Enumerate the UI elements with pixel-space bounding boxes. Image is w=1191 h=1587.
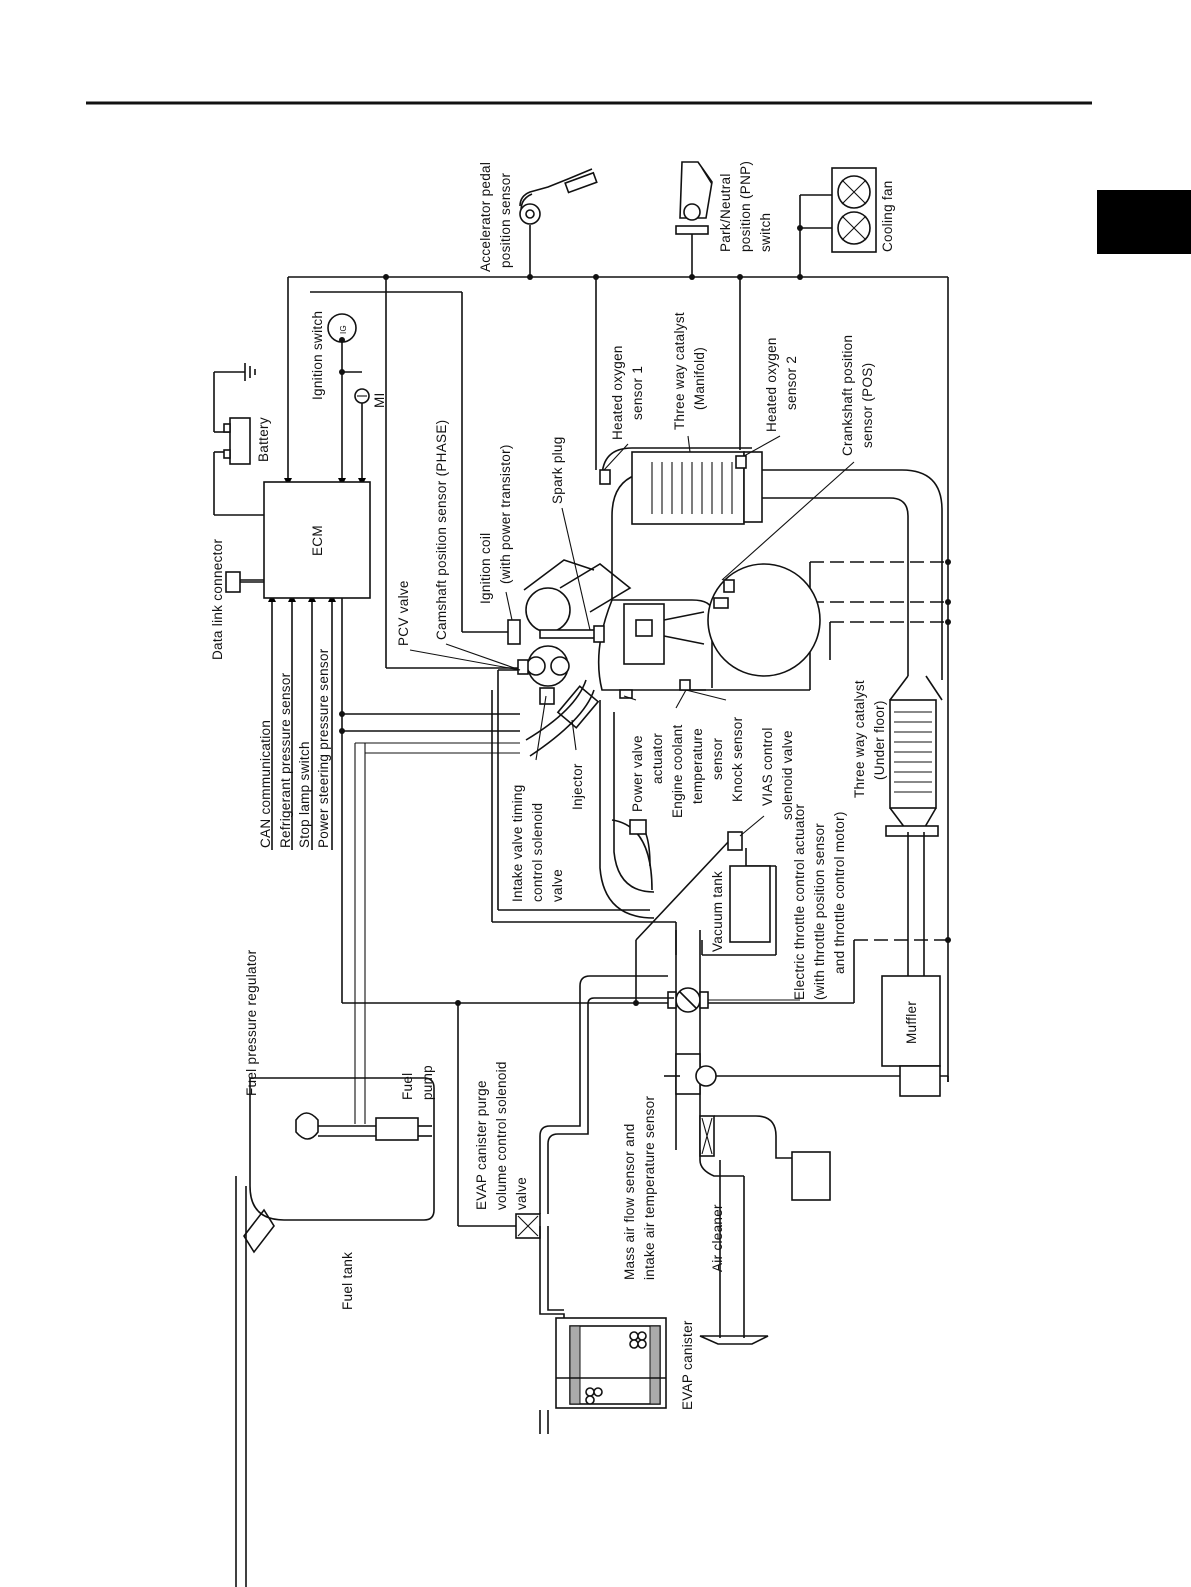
wiring bbox=[213, 194, 951, 1227]
refrigerant-pressure-sensor-label: Refrigerant pressure sensor bbox=[278, 672, 293, 848]
intake-valve-timing-label-1: Intake valve timing bbox=[510, 784, 525, 902]
evap-purge-valve-label-3: valve bbox=[514, 1177, 529, 1210]
mass-air-flow-label-2: intake air temperature sensor bbox=[642, 1096, 657, 1280]
power-valve-actuator-label-2: actuator bbox=[650, 733, 665, 784]
leader-lines bbox=[409, 435, 855, 1001]
engine-coolant-temp-label-2: temperature bbox=[690, 728, 705, 804]
crankshaft-position-sensor-label-2: sensor (POS) bbox=[860, 363, 875, 448]
pcv-valve-label: PCV valve bbox=[396, 580, 411, 646]
vacuum-tank-label: Vacuum tank bbox=[710, 871, 725, 952]
electric-throttle-label-2: (with throttle position sensor bbox=[812, 823, 827, 1000]
pnp-switch-icon bbox=[675, 161, 713, 235]
evap-purge-valve-label-2: volume control solenoid bbox=[494, 1061, 509, 1210]
exhaust-system: Muffler bbox=[599, 447, 943, 1097]
mass-air-flow-label-1: Mass air flow sensor and bbox=[622, 1123, 637, 1280]
power-steering-pressure-sensor-label: Power steering pressure sensor bbox=[316, 648, 331, 848]
crankshaft-position-sensor-label-1: Crankshaft position bbox=[840, 335, 855, 456]
cooling-fan-icon bbox=[831, 167, 877, 253]
heated-oxygen-sensor-2-label-1: Heated oxygen bbox=[764, 337, 779, 432]
fuel-tank-label: Fuel tank bbox=[340, 1252, 355, 1310]
data-link-connector-label: Data link connector bbox=[210, 539, 225, 660]
fuel-pump-label-1: Fuel bbox=[400, 1073, 415, 1100]
labels: Data link connector Battery Ignition swi… bbox=[210, 161, 895, 1410]
fuel-pump-label-2: pump bbox=[420, 1065, 435, 1100]
accelerator-pedal-label-2: position sensor bbox=[498, 172, 513, 268]
heated-oxygen-sensor-1-label-1: Heated oxygen bbox=[610, 345, 625, 440]
intake-valve-timing-label-3: valve bbox=[550, 869, 565, 902]
ecm-label: ECM bbox=[310, 525, 325, 556]
ignition-switch-icon: IG bbox=[327, 313, 357, 343]
ignition-coil-label-1: Ignition coil bbox=[478, 533, 493, 604]
heated-oxygen-sensor-2-label-2: sensor 2 bbox=[784, 356, 799, 410]
engine-coolant-temp-label-3: sensor bbox=[710, 737, 725, 780]
heated-oxygen-sensor-1-label-2: sensor 1 bbox=[630, 366, 645, 420]
vias-control-label-2: solenoid valve bbox=[780, 730, 795, 820]
ecm-module: ECM bbox=[263, 481, 371, 599]
knock-sensor-label: Knock sensor bbox=[730, 716, 745, 802]
air-cleaner-label: Air cleaner bbox=[710, 1204, 725, 1272]
power-valve-actuator-label-1: Power valve bbox=[630, 735, 645, 812]
three-way-catalyst-manifold-label-1: Three way catalyst bbox=[672, 312, 687, 430]
pnp-switch-label-2: position (PNP) bbox=[738, 161, 753, 252]
data-link-connector bbox=[225, 571, 264, 593]
electric-throttle-label-1: Electric throttle control actuator bbox=[792, 804, 807, 1000]
mi-lamp-icon bbox=[354, 388, 370, 404]
fuel-pressure-regulator-label: Fuel pressure regulator bbox=[244, 949, 259, 1096]
evap-purge-valve-label-1: EVAP canister purge bbox=[474, 1080, 489, 1210]
stop-lamp-switch-label: Stop lamp switch bbox=[297, 741, 312, 848]
mi-label: MI bbox=[372, 392, 387, 408]
muffler-label: Muffler bbox=[904, 1001, 919, 1044]
battery-icon bbox=[223, 417, 251, 465]
pnp-switch-label-3: switch bbox=[758, 213, 773, 252]
ig-label: IG bbox=[339, 325, 348, 334]
intake-system bbox=[599, 700, 831, 1345]
engine bbox=[507, 559, 821, 757]
ignition-coil-label-2: (with power transistor) bbox=[498, 444, 513, 584]
fuel-system bbox=[235, 975, 674, 1587]
section-tab bbox=[1097, 190, 1191, 254]
electric-throttle-label-3: and throttle control motor) bbox=[832, 811, 847, 974]
can-communication-label: CAN communication bbox=[258, 720, 273, 848]
intake-valve-timing-label-2: control solenoid bbox=[530, 803, 545, 902]
accelerator-pedal-icon bbox=[519, 168, 598, 225]
pnp-switch-label-1: Park/Neutral bbox=[718, 173, 733, 252]
cooling-fan-label: Cooling fan bbox=[880, 180, 895, 252]
three-way-catalyst-under-floor-label-1: Three way catalyst bbox=[852, 680, 867, 798]
three-way-catalyst-under-floor-label-2: (Under floor) bbox=[872, 700, 887, 780]
engine-coolant-temp-label-1: Engine coolant bbox=[670, 724, 685, 818]
ignition-switch-label: Ignition switch bbox=[310, 311, 325, 400]
battery-label: Battery bbox=[256, 417, 271, 462]
injector-label: Injector bbox=[570, 763, 585, 810]
evap-canister-label: EVAP canister bbox=[680, 1320, 695, 1410]
vias-control-label-1: VIAS control bbox=[760, 727, 775, 806]
three-way-catalyst-manifold-label-2: (Manifold) bbox=[692, 347, 707, 410]
camshaft-position-sensor-label: Camshaft position sensor (PHASE) bbox=[434, 420, 449, 640]
accelerator-pedal-label-1: Accelerator pedal bbox=[478, 162, 493, 272]
ground-icon bbox=[244, 363, 256, 381]
spark-plug-label: Spark plug bbox=[550, 436, 565, 504]
